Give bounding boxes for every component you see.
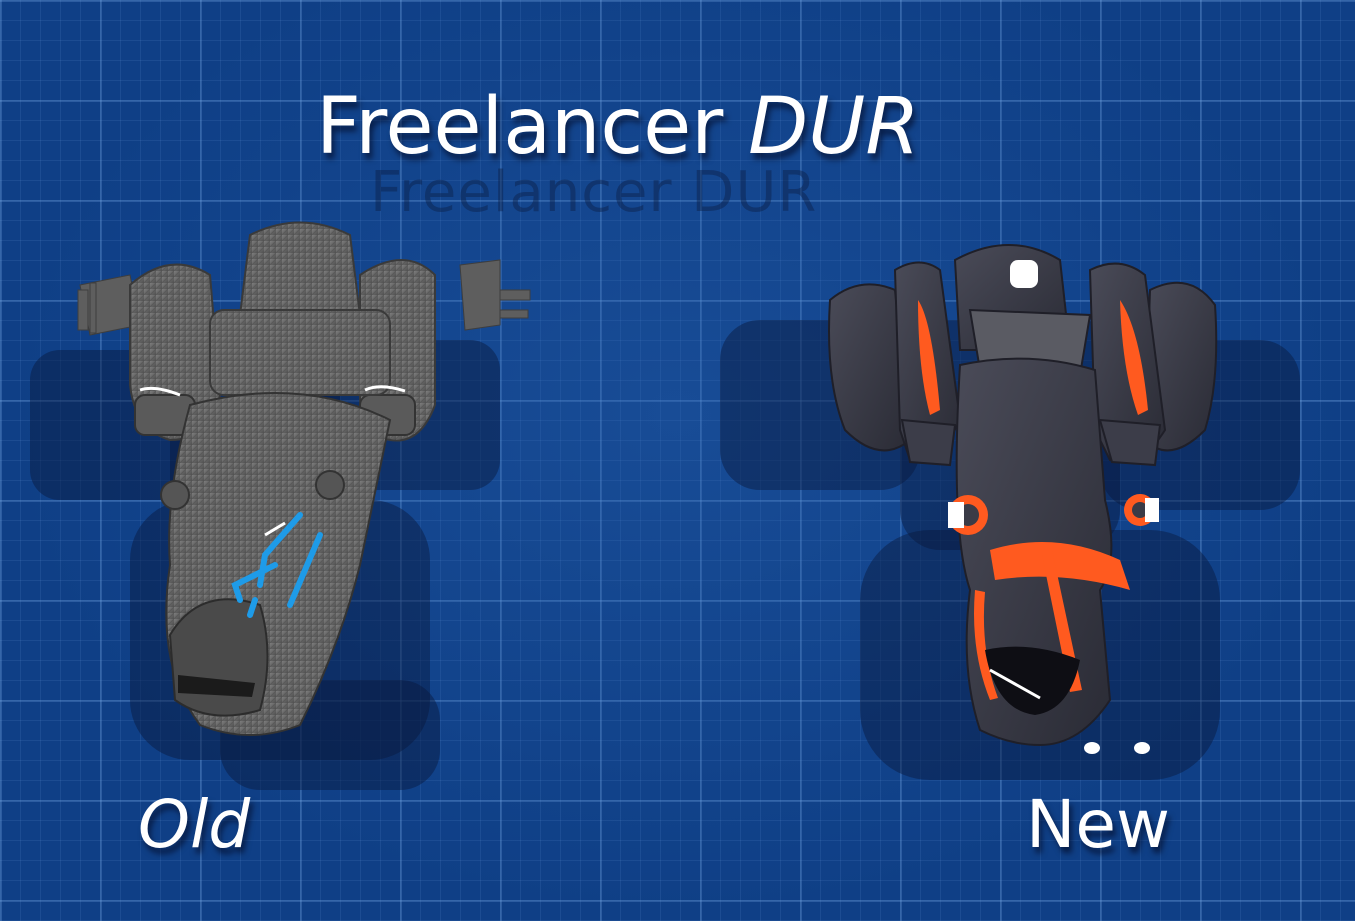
page-title: Freelancer DUR [316, 82, 920, 172]
new-label: New [1026, 786, 1170, 863]
new-ship [820, 230, 1240, 760]
old-ship [60, 205, 540, 745]
title-shadow: Freelancer DUR [370, 160, 818, 225]
title-main: Freelancer [316, 82, 724, 172]
old-label: Old [138, 786, 251, 863]
title-accent: DUR [748, 82, 920, 172]
